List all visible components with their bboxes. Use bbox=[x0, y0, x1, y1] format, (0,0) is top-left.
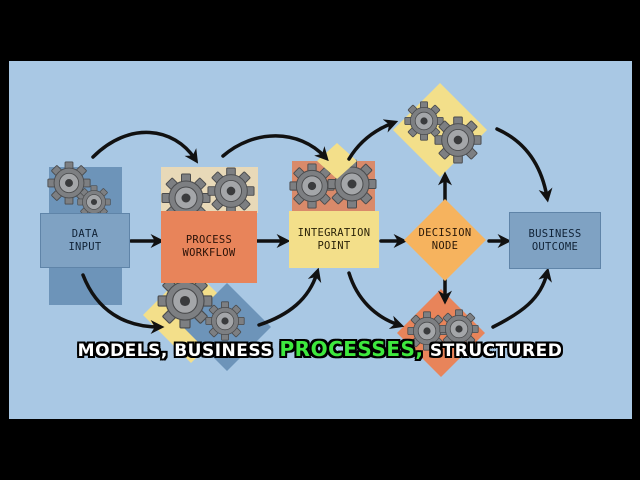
caption-part-2: STRUCTURED bbox=[423, 341, 563, 361]
arrow-up-to-integration bbox=[257, 267, 322, 327]
arrow-curve-1 bbox=[91, 130, 199, 164]
integration-point-box: INTEGRATION POINT bbox=[289, 211, 379, 268]
gear-icon bbox=[289, 163, 335, 209]
diagram-canvas: DATA INPUT PROCESS WORKFLOW INTEGRATION … bbox=[9, 61, 632, 419]
caption-highlight: PROCESSES, bbox=[279, 337, 424, 361]
gear-icon bbox=[434, 116, 482, 164]
subtitle-caption: MODELS, BUSINESS PROCESSES, STRUCTURED bbox=[0, 337, 640, 361]
business-outcome-label: BUSINESS OUTCOME bbox=[528, 227, 582, 253]
gear-icon bbox=[207, 167, 255, 215]
decision-node-label: DECISION NODE bbox=[418, 227, 472, 252]
data-input-box: DATA INPUT bbox=[40, 213, 130, 268]
process-workflow-box: PROCESS WORKFLOW bbox=[161, 211, 257, 283]
decision-node-box: DECISION NODE bbox=[405, 223, 485, 257]
diagram-graphics bbox=[47, 83, 553, 377]
arrow-top-to-outcome bbox=[495, 127, 553, 203]
arrow-integration-to-bottom bbox=[347, 271, 405, 329]
business-outcome-box: BUSINESS OUTCOME bbox=[509, 212, 601, 269]
caption-part-1: MODELS, BUSINESS bbox=[77, 341, 280, 361]
data-input-label: DATA INPUT bbox=[68, 227, 102, 253]
gear-icon bbox=[404, 101, 444, 141]
gear-icon bbox=[205, 301, 245, 341]
arrow-curve-2 bbox=[221, 134, 329, 162]
process-workflow-label: PROCESS WORKFLOW bbox=[182, 234, 236, 259]
arrow-bottom-to-outcome bbox=[491, 267, 552, 329]
arrow-lower-left bbox=[81, 273, 165, 334]
arrow-to-top-diamond bbox=[347, 119, 399, 161]
integration-point-label: INTEGRATION POINT bbox=[297, 226, 371, 252]
